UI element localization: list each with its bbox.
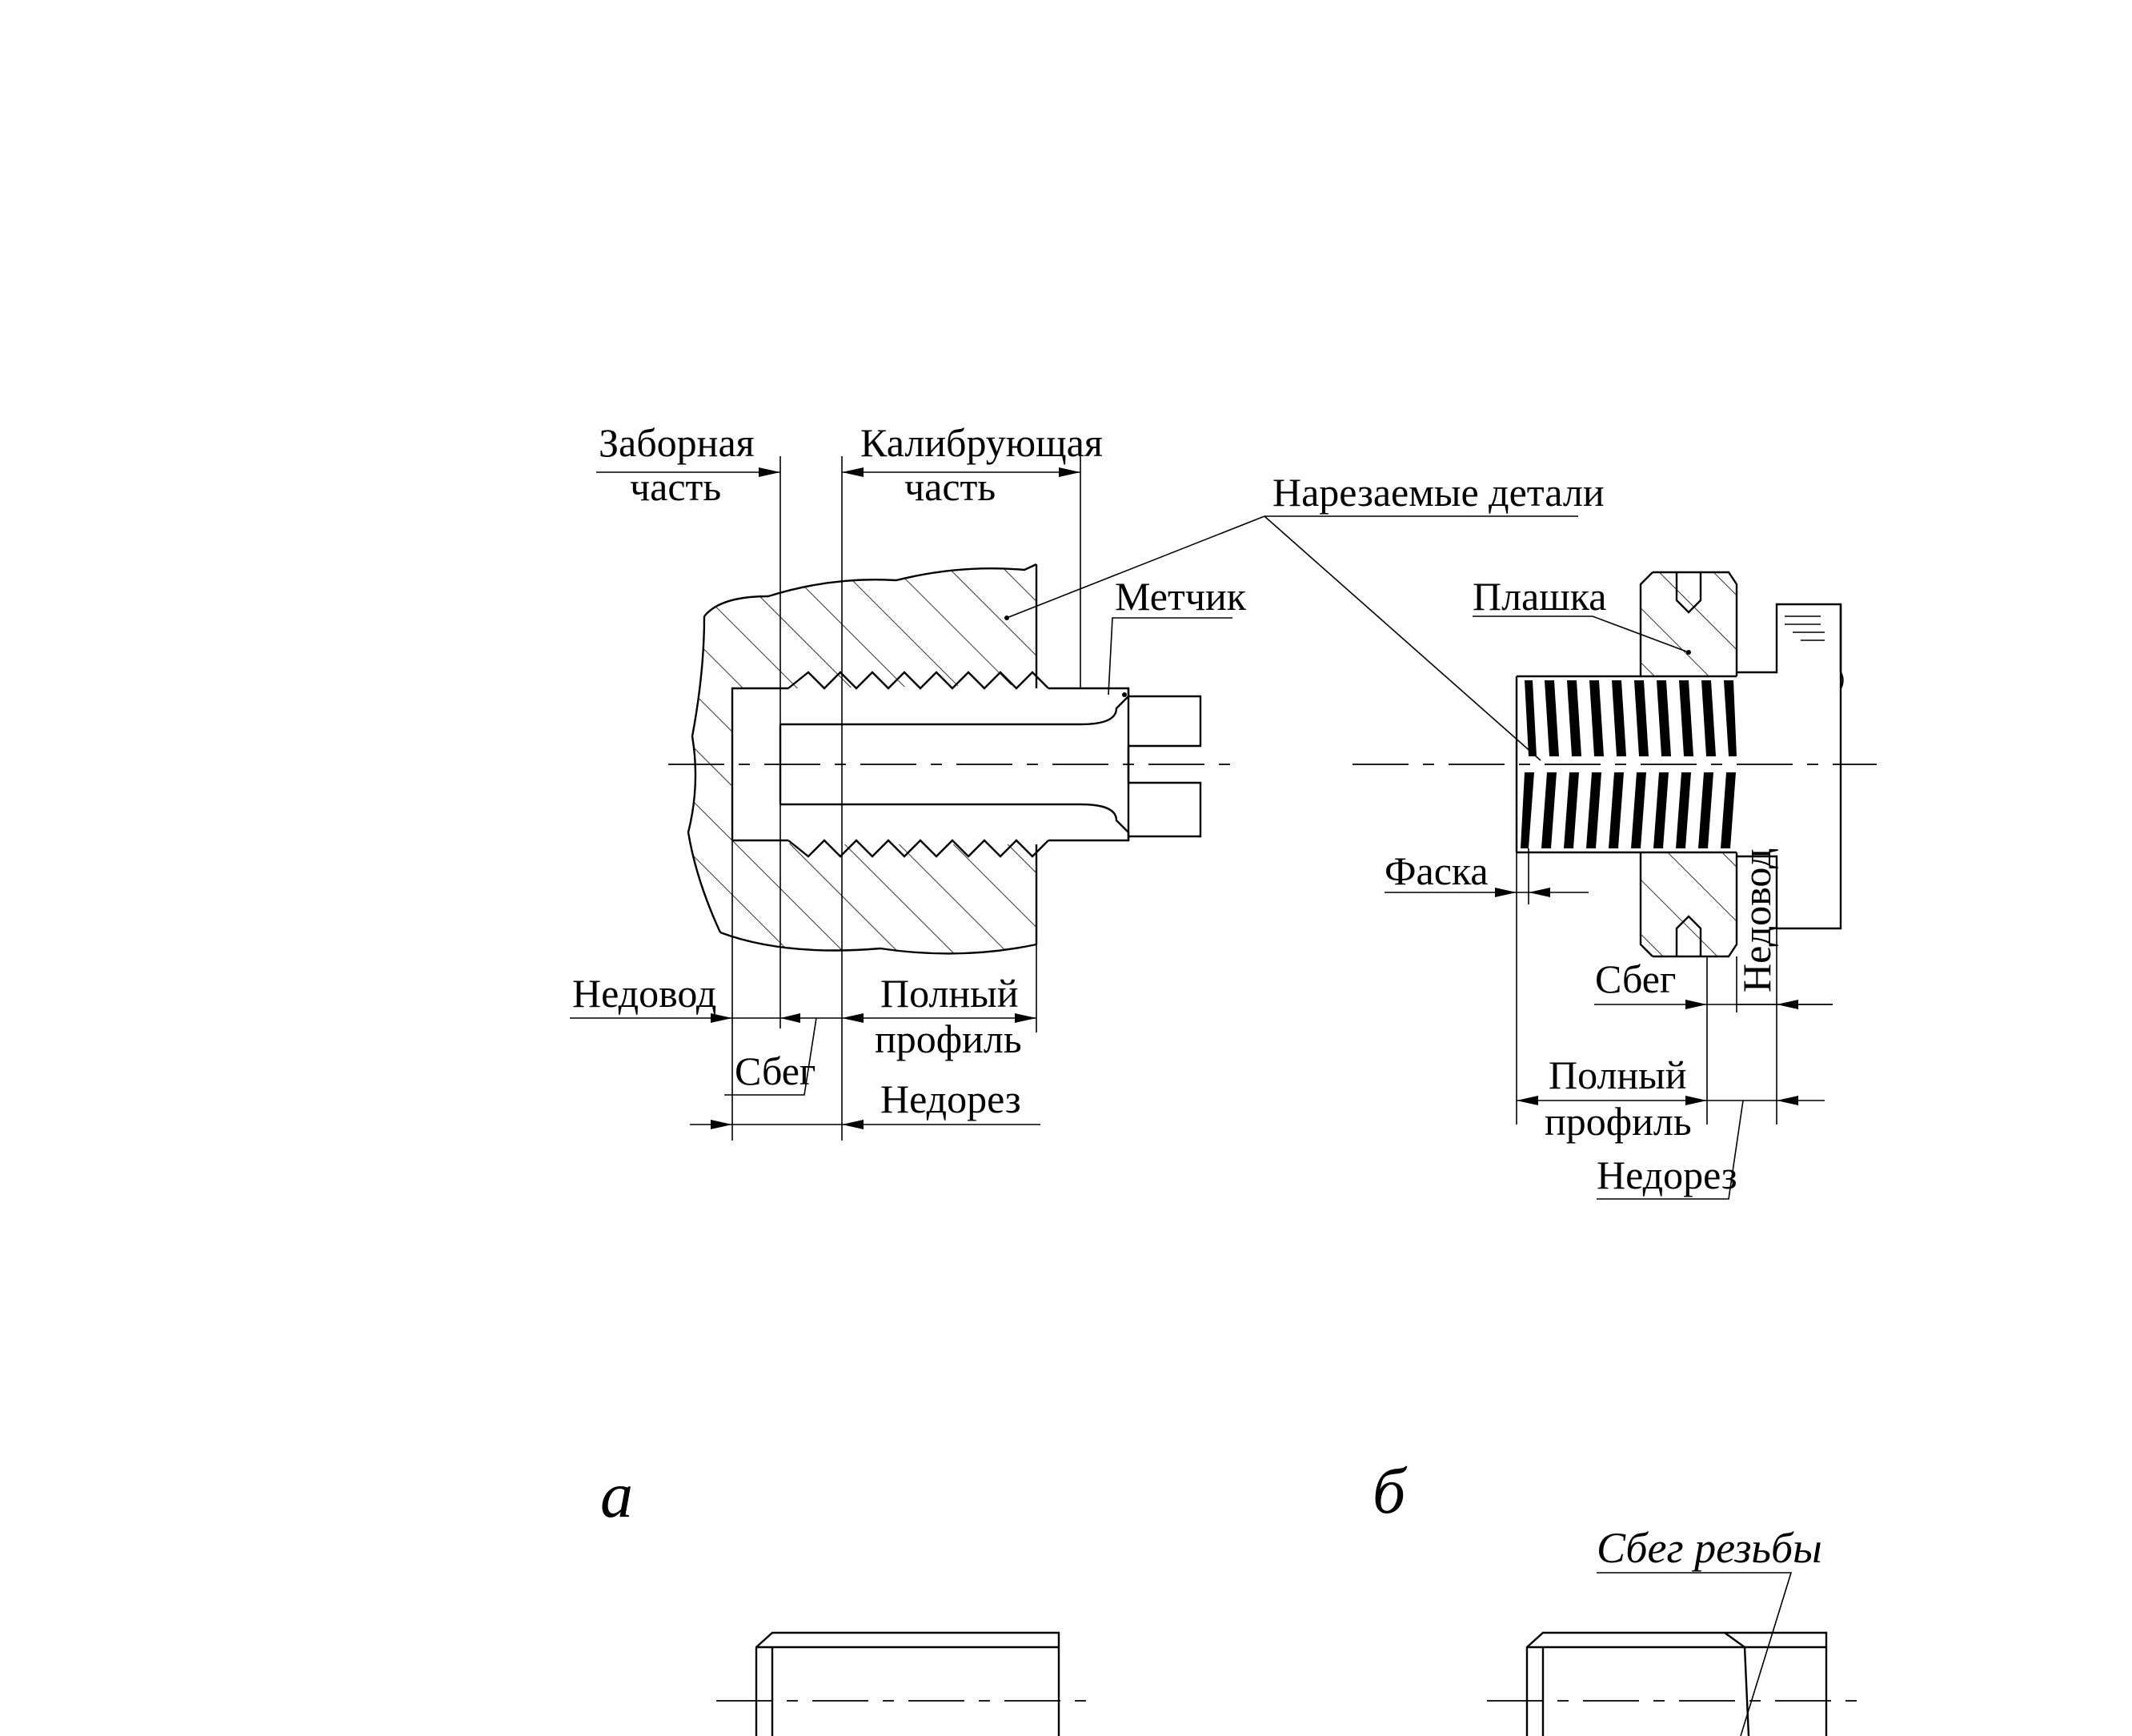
label-sbeg-rezby: Сбег резьбы — [1597, 1524, 1822, 1572]
label-polny-right-2: профиль — [1545, 1099, 1692, 1144]
label-sbeg-left: Сбег — [735, 1048, 816, 1093]
label-nedovod-right: Недовод — [1734, 848, 1779, 992]
label-nedorez-left: Недорез — [880, 1076, 1021, 1121]
sketch-a — [716, 1631, 1096, 1736]
label-zabornaya-2: часть — [630, 464, 721, 509]
label-polny-left-1: Полный — [880, 971, 1019, 1016]
label-metchik: Метчик — [1115, 574, 1247, 619]
label-fig-b: б — [1373, 1454, 1408, 1527]
label-nedovod-left: Недовод — [572, 971, 716, 1016]
die-view — [1353, 571, 1877, 1200]
dimension-lines-left — [570, 456, 1578, 1141]
workpiece-section — [687, 563, 1049, 955]
label-kalibr-1: Калибрующая — [860, 420, 1103, 465]
dimension-lines-right — [1385, 615, 1833, 1200]
label-narezaemye: Нарезаемые детали — [1272, 470, 1605, 515]
label-kalibr-2: часть — [904, 464, 996, 509]
tap-view — [570, 456, 1578, 1141]
label-polny-right-1: Полный — [1549, 1052, 1687, 1097]
sketch-b — [1487, 1572, 1865, 1736]
label-fig-a: а — [600, 1458, 633, 1531]
die-holder — [1736, 603, 1844, 930]
label-zabornaya-1: Заборная — [599, 420, 755, 465]
label-faska: Фаска — [1385, 848, 1489, 893]
label-polny-left-2: профиль — [875, 1016, 1022, 1061]
label-nedorez-right: Недорез — [1597, 1153, 1737, 1197]
die — [1639, 571, 1738, 958]
label-plashka: Плашка — [1473, 574, 1606, 619]
threaded-rod — [1515, 675, 1737, 854]
label-sbeg-right: Сбег — [1595, 956, 1676, 1001]
text-labels: Заборная часть Калибрующая часть Нарезае… — [572, 420, 1822, 1572]
